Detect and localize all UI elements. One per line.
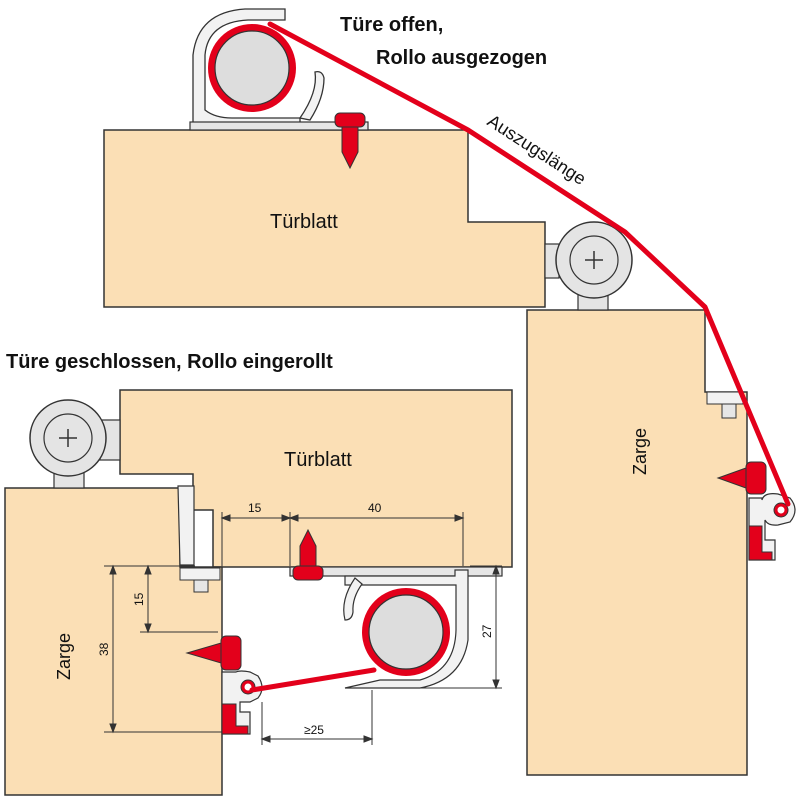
dim-38-vertical: 38 [97, 642, 111, 656]
label-door-leaf-top: Türblatt [270, 211, 338, 233]
dim-40-horizontal: 40 [368, 501, 382, 515]
door-leaf-bottom [119, 389, 513, 568]
dim-27-vertical: 27 [480, 624, 494, 638]
hinge-bottom [29, 399, 121, 489]
label-frame-left: Zarge [54, 633, 74, 680]
label-door-open: Türe offen, [340, 14, 443, 36]
fastening-pin-left [185, 635, 242, 671]
fastening-pin-top [334, 112, 366, 170]
dimension-lines [104, 512, 502, 745]
hinge-top [544, 221, 633, 311]
blind-cable-extended [267, 21, 791, 507]
fastening-pin-bottom-door [292, 528, 324, 581]
seal-top [706, 391, 744, 419]
anchor-clip-left [221, 670, 263, 735]
fastening-pin-right [716, 461, 767, 495]
hinge-profile [177, 485, 195, 566]
label-door-closed: Türe geschlossen, Rollo eingerollt [6, 351, 333, 373]
seal-bottom [179, 567, 221, 593]
dim-15-vertical: 15 [132, 592, 146, 606]
frame-right [526, 309, 748, 776]
label-frame-right: Zarge [630, 428, 650, 475]
roller-housing-bottom [289, 566, 503, 689]
dim-15-horizontal: 15 [248, 501, 262, 515]
blind-cable-retracted [249, 667, 377, 693]
dim-25-min: ≥25 [304, 723, 324, 737]
roller-housing-top [189, 8, 369, 131]
label-blind-extended: Rollo ausgezogen [376, 47, 547, 69]
anchor-clip-right [748, 493, 796, 561]
label-door-leaf-bottom: Türblatt [284, 449, 352, 471]
